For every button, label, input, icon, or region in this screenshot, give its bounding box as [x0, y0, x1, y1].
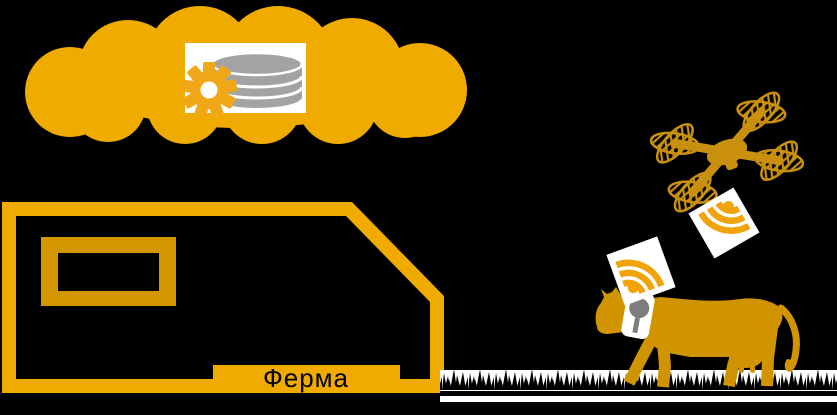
wifi-signal-lower-icon — [606, 236, 676, 306]
collar-tag-icon — [629, 298, 650, 334]
cloud-service-box — [180, 43, 306, 118]
wifi-signal-upper-icon — [688, 187, 760, 259]
drone-icon — [649, 91, 805, 213]
database-icon — [210, 51, 304, 108]
gear-icon — [180, 62, 238, 118]
farm-label-bar — [213, 365, 400, 393]
farm-label: Ферма — [263, 363, 349, 393]
farm-building: Ферма — [2, 202, 444, 393]
